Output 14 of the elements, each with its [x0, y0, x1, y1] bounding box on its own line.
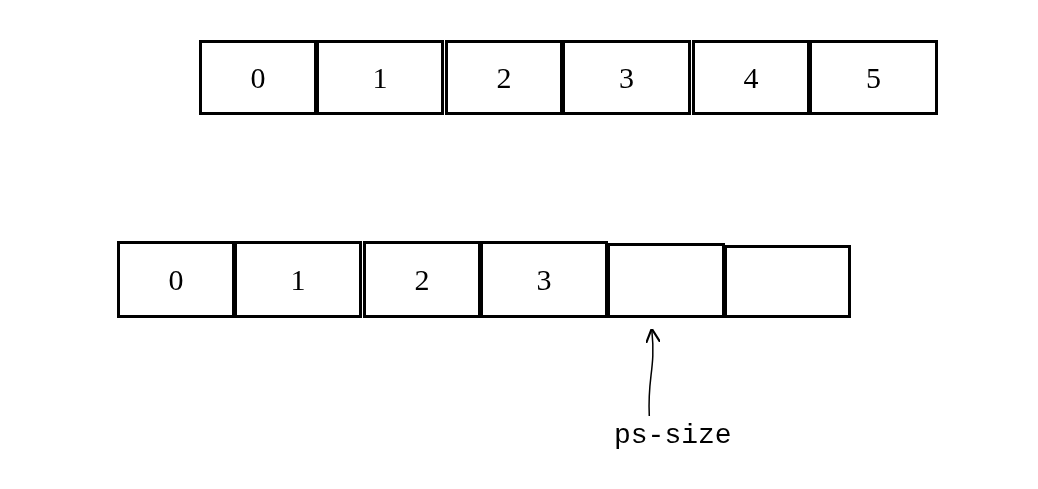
- array-cell: 1: [316, 40, 444, 115]
- array-cell: 1: [234, 241, 362, 318]
- array-cell: 5: [809, 40, 938, 115]
- array-cell: 3: [562, 40, 691, 115]
- array-cell: 0: [199, 40, 317, 115]
- arrow: [644, 327, 661, 417]
- array-cell: 2: [363, 241, 481, 318]
- empty-array-cell: [724, 245, 851, 318]
- array-cell: 3: [480, 241, 608, 318]
- empty-array-cell: [607, 243, 725, 318]
- array-cell: 0: [117, 241, 235, 318]
- array-cell: 4: [692, 40, 810, 115]
- pointer-label: ps-size: [614, 420, 732, 451]
- array-cell: 2: [445, 40, 563, 115]
